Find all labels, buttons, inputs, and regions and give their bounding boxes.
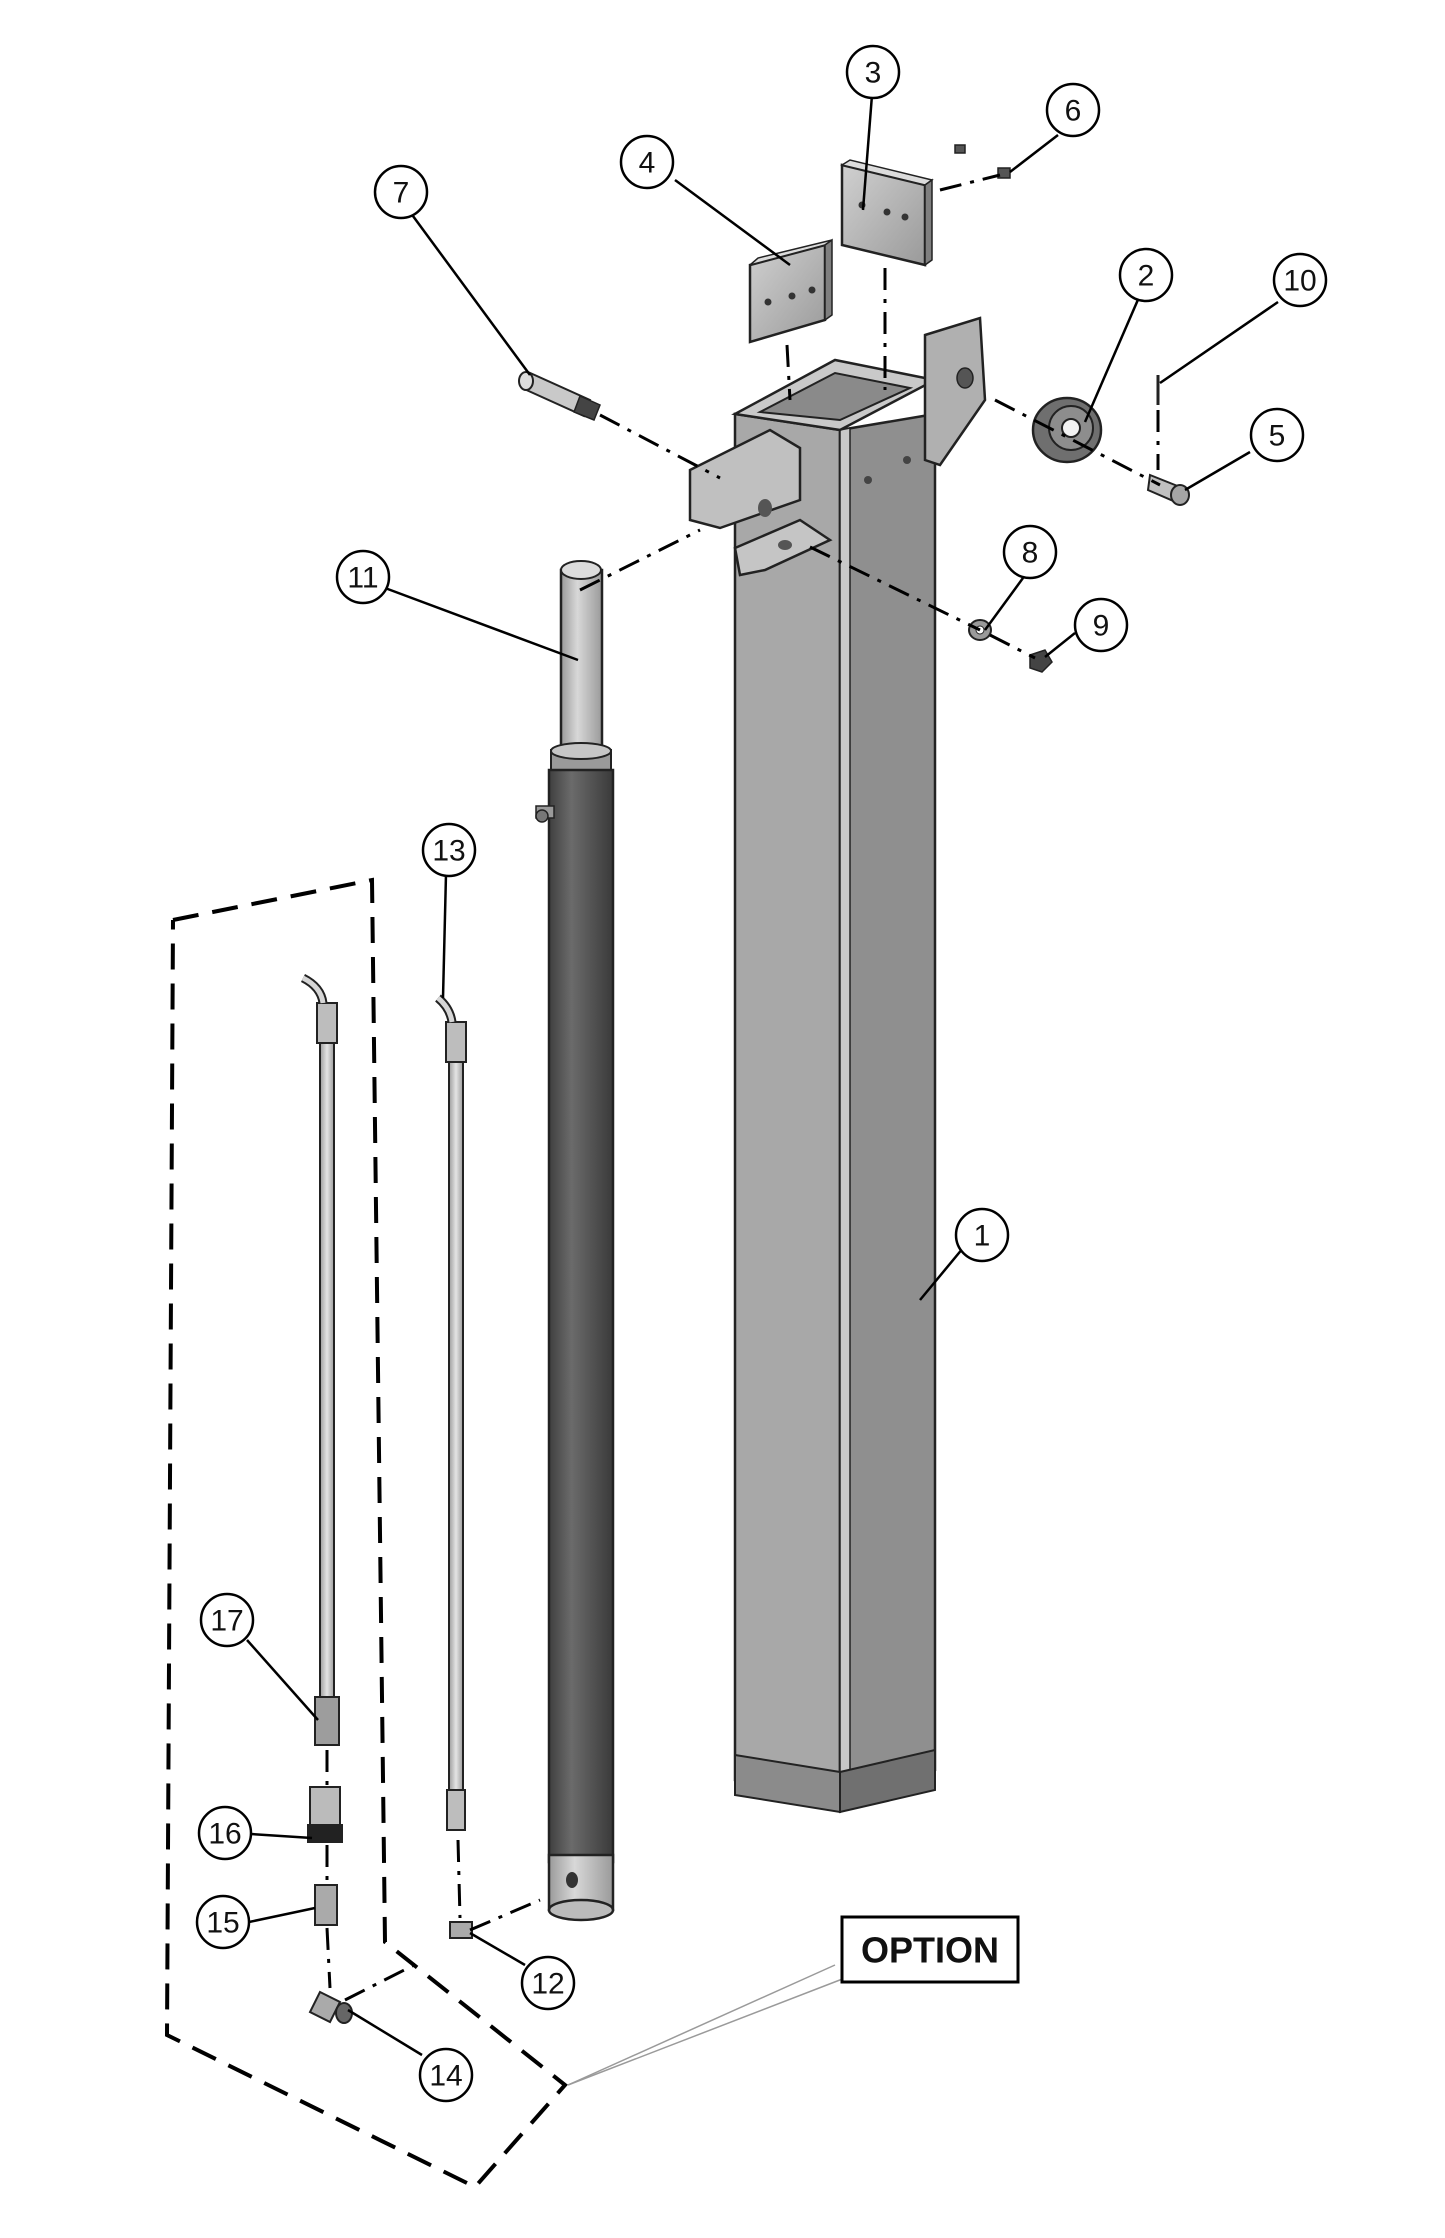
leader-line-9 (1044, 632, 1076, 658)
slide-block-4 (748, 238, 833, 344)
column-part (688, 316, 987, 1814)
option-label: OPTION (861, 1930, 999, 1971)
hose-part-option (300, 973, 340, 1746)
callout-10-label: 10 (1283, 265, 1316, 298)
leader-line-4 (674, 178, 791, 267)
assembly-lines (325, 173, 1161, 2002)
callout-2-label: 2 (1138, 260, 1155, 293)
callout-16-label: 16 (208, 1818, 241, 1851)
callout-6: 6 (1045, 82, 1101, 138)
callout-15: 15 (195, 1894, 251, 1950)
leader-line-5 (1184, 450, 1251, 492)
callout-5-label: 5 (1269, 420, 1286, 453)
callout-15-label: 15 (206, 1907, 239, 1940)
callout-3: 3 (845, 44, 901, 100)
callout-13: 13 (421, 822, 477, 878)
quick-coupler-part-16 (307, 1786, 343, 1843)
callout-14-label: 14 (429, 2060, 462, 2093)
callout-11-label: 11 (347, 562, 378, 595)
leader-line-16 (250, 1832, 313, 1840)
leader-line-2 (1083, 294, 1142, 423)
callout-bubbles: 1 2 3 4 5 6 7 8 (195, 44, 1328, 2103)
leader-line-1 (919, 1241, 969, 1301)
elbow-part-14 (308, 1990, 353, 2024)
callout-16: 16 (197, 1805, 253, 1861)
leader-line-3 (861, 94, 874, 211)
callout-4-label: 4 (639, 147, 656, 180)
leader-line-14 (347, 2008, 423, 2057)
callout-8-label: 8 (1022, 537, 1039, 570)
leader-line-10 (1159, 300, 1279, 385)
option-group-outline (164, 877, 568, 2190)
leader-line-12 (469, 1931, 526, 1967)
fitting-part-15 (314, 1884, 338, 1926)
callout-12-label: 12 (531, 1968, 564, 2001)
option-leaders (567, 1964, 846, 2086)
option-label-box: OPTION (840, 1915, 1020, 1984)
callout-1: 1 (954, 1207, 1010, 1263)
callout-17: 17 (199, 1592, 255, 1648)
callout-7: 7 (373, 164, 429, 220)
callout-4: 4 (619, 134, 675, 190)
cylinder-part (535, 560, 615, 1922)
callout-1-label: 1 (974, 1220, 991, 1253)
pin-part-7 (518, 370, 601, 421)
callout-14: 14 (418, 2047, 474, 2103)
callout-17-label: 17 (210, 1605, 243, 1638)
slide-block-3 (840, 159, 934, 267)
fitting-part-12 (449, 1921, 473, 1939)
leader-line-17 (246, 1639, 319, 1721)
bolt-part-6 (954, 144, 1011, 179)
callout-3-label: 3 (865, 57, 882, 90)
callout-13-label: 13 (432, 835, 465, 868)
callout-2: 2 (1118, 247, 1174, 303)
callout-9-label: 9 (1093, 610, 1110, 643)
pin-part-5 (1146, 473, 1190, 506)
callouts (246, 94, 1279, 2057)
callout-6-label: 6 (1065, 95, 1082, 128)
leader-line-8 (983, 577, 1025, 631)
leader-line-11 (384, 586, 579, 662)
leader-line-6 (1009, 134, 1059, 173)
callout-8: 8 (1002, 524, 1058, 580)
callout-5: 5 (1249, 407, 1305, 463)
hose-part-13 (435, 994, 467, 1831)
callout-10: 10 (1272, 252, 1328, 308)
callout-7-label: 7 (393, 177, 410, 210)
callout-11: 11 (335, 549, 391, 605)
callout-12: 12 (520, 1955, 576, 2011)
leader-line-13 (441, 873, 448, 999)
leader-line-15 (248, 1906, 316, 1924)
leader-line-7 (408, 211, 532, 376)
callout-9: 9 (1073, 597, 1129, 653)
